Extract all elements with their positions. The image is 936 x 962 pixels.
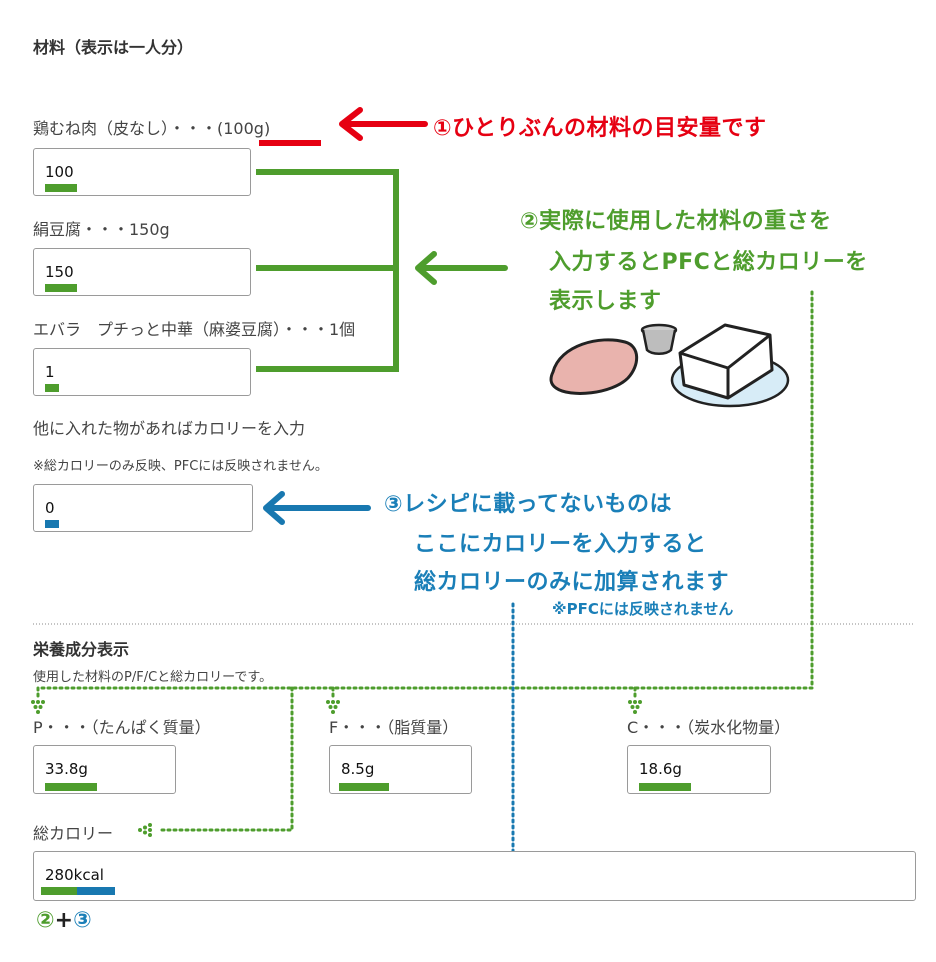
protein-marker bbox=[45, 783, 97, 791]
blue-dotted-route bbox=[156, 602, 515, 876]
tofu-weight-input[interactable]: 150 bbox=[33, 248, 251, 296]
sauce-count-value: 1 bbox=[45, 363, 55, 381]
tofu-weight-value: 150 bbox=[45, 263, 74, 281]
protein-output: 33.8g bbox=[33, 745, 176, 794]
fat-label: F・・・（脂質量） bbox=[329, 718, 459, 737]
fat-value: 8.5g bbox=[341, 760, 375, 778]
chicken-weight-input[interactable]: 100 bbox=[33, 148, 251, 196]
red-arrow bbox=[339, 107, 428, 141]
extra-calorie-note: ※総カロリーのみ反映、PFCには反映されません。 bbox=[33, 459, 328, 474]
extra-calorie-label: 他に入れた物があればカロリーを入力 bbox=[33, 419, 306, 438]
fat-marker bbox=[339, 783, 389, 791]
tofu-label: 絹豆腐・・・150g bbox=[33, 220, 170, 239]
annotation-3-note: ※PFCには反映されません bbox=[552, 600, 734, 618]
green-dotted-route bbox=[36, 290, 814, 832]
sauce-label: エバラ プチっと中華（麻婆豆腐）・・・1個 bbox=[33, 320, 356, 339]
materials-title: 材料（表示は一人分） bbox=[33, 38, 194, 57]
extra-input-marker bbox=[45, 520, 59, 528]
chicken-label: 鶏むね肉（皮なし）・・・(100g) bbox=[33, 119, 271, 138]
chicken-weight-value: 100 bbox=[45, 163, 74, 181]
green-dot-heads bbox=[31, 700, 642, 837]
fat-output: 8.5g bbox=[329, 745, 472, 794]
annotation-3-line3: 総カロリーのみに加算されます bbox=[414, 570, 730, 595]
green-arrow bbox=[415, 251, 508, 285]
chicken-input-marker bbox=[45, 184, 77, 192]
annotation-2-line2: 入力するとPFCと総カロリーを bbox=[549, 250, 868, 275]
blue-arrow bbox=[263, 491, 371, 525]
annotation-2-line3: 表示します bbox=[549, 289, 662, 314]
total-calorie-value: 280kcal bbox=[45, 866, 104, 884]
carb-label: C・・・（炭水化物量） bbox=[627, 718, 791, 737]
annotation-3-line1: ③レシピに載ってないものは bbox=[384, 492, 673, 517]
extra-calorie-value: 0 bbox=[45, 499, 55, 517]
green-bracket bbox=[256, 169, 399, 372]
total-calorie-label: 総カロリー bbox=[33, 824, 114, 843]
annotation-1: ①ひとりぶんの材料の目安量です bbox=[433, 116, 767, 141]
legend-circle-2: ② bbox=[36, 908, 55, 933]
sauce-input-marker bbox=[45, 384, 59, 392]
red-underline bbox=[259, 140, 321, 146]
protein-value: 33.8g bbox=[45, 760, 88, 778]
annotation-2-line1: ②実際に使用した材料の重さを bbox=[520, 209, 832, 234]
carb-marker bbox=[639, 783, 691, 791]
total-marker-green bbox=[41, 887, 77, 895]
protein-label: P・・・（たんぱく質量） bbox=[33, 718, 211, 737]
carb-value: 18.6g bbox=[639, 760, 682, 778]
chicken-breast-illustration bbox=[549, 338, 639, 395]
tofu-input-marker bbox=[45, 284, 77, 292]
total-calorie-output: 280kcal bbox=[33, 851, 916, 901]
food-illustration bbox=[549, 323, 790, 408]
extra-calorie-input[interactable]: 0 bbox=[33, 484, 253, 532]
sum-legend: ②+③ bbox=[36, 908, 92, 933]
nutrition-title: 栄養成分表示 bbox=[33, 640, 130, 659]
carb-output: 18.6g bbox=[627, 745, 771, 794]
sauce-count-input[interactable]: 1 bbox=[33, 348, 251, 396]
nutrition-note: 使用した材料のP/F/Cと総カロリーです。 bbox=[33, 670, 273, 685]
tofu-illustration bbox=[670, 323, 790, 408]
legend-plus: + bbox=[54, 908, 74, 933]
annotation-3-line2: ここにカロリーを入力すると bbox=[414, 532, 707, 557]
total-marker-blue bbox=[77, 887, 115, 895]
sauce-cup-illustration bbox=[640, 323, 678, 355]
legend-circle-3: ③ bbox=[73, 908, 92, 933]
